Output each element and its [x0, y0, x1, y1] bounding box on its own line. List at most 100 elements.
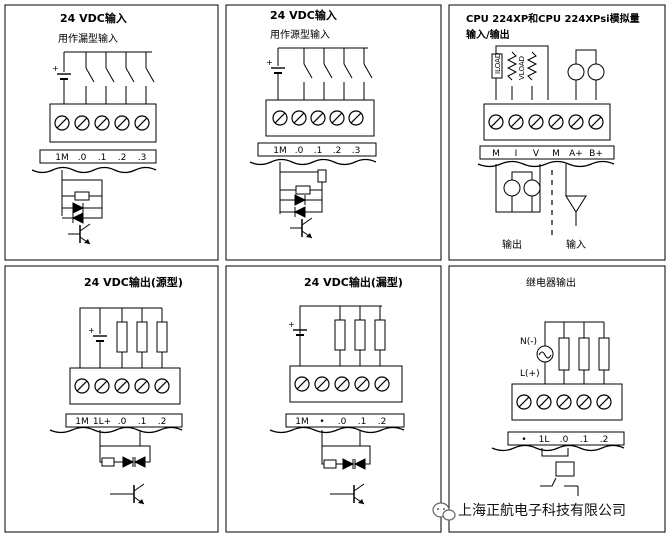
transistor-arrow	[138, 499, 144, 504]
terminal-label-4: .3	[138, 153, 147, 163]
panel-title: 24 VDC输出(源型)	[84, 275, 183, 289]
terminal-label-0: 1M	[295, 417, 309, 427]
diode-symbol	[294, 194, 307, 206]
screw-terminal	[588, 114, 604, 130]
terminal-label-3: M	[552, 149, 560, 159]
diode-symbol	[293, 206, 306, 218]
wechat-icon	[432, 502, 456, 521]
screw-terminal	[114, 378, 130, 394]
terminal-label-4: .3	[352, 146, 361, 156]
screw-slot	[76, 380, 88, 392]
resistor-zigzag	[526, 51, 538, 81]
wechat-bubble	[442, 509, 456, 521]
input-resistor	[317, 169, 327, 183]
diode-symbol	[72, 202, 85, 214]
diode-triangle	[122, 456, 135, 468]
screw-slot	[293, 112, 305, 124]
screw-terminal	[74, 115, 90, 131]
wire	[321, 446, 324, 465]
panel-frame	[448, 265, 666, 533]
wire	[360, 445, 371, 465]
supply-label-n: N(-)	[520, 337, 537, 347]
terminal-block: •1L.0.1.2	[507, 383, 625, 446]
wire	[575, 49, 597, 64]
screw-terminal	[54, 115, 70, 131]
terminal-label-0: M	[492, 149, 500, 159]
wire	[299, 305, 382, 366]
terminal-label-1: .0	[295, 146, 304, 156]
panel-frame	[225, 265, 442, 533]
screw-slot	[578, 396, 590, 408]
wire	[565, 164, 586, 197]
diode-symbol	[353, 458, 366, 470]
panel-title: 24 VDC输入	[60, 11, 127, 25]
panel-frame	[4, 4, 219, 261]
terminal-label-0: 1M	[273, 146, 287, 156]
screw-slot	[96, 380, 108, 392]
terminal-label-strip	[479, 145, 615, 160]
screw-terminal	[576, 394, 592, 410]
wire	[80, 179, 103, 197]
analog-loads: ILOAD VLOAD	[491, 45, 605, 100]
iload-label: ILOAD	[494, 53, 502, 74]
screw-slot	[336, 378, 348, 390]
terminal-label-0: •	[521, 435, 526, 445]
screw-terminal	[508, 114, 524, 130]
terminal-label-1: 1L	[539, 435, 550, 445]
panel-frame	[448, 4, 666, 261]
internal-circuit: 输出输入	[495, 164, 587, 251]
output-resistor	[323, 459, 337, 469]
terminal-label-strip	[257, 142, 377, 157]
screw-terminal	[94, 378, 110, 394]
screw-terminal	[74, 378, 90, 394]
terminal-label-strip	[65, 413, 183, 428]
output-loads: +	[288, 305, 386, 366]
wire	[279, 172, 296, 191]
wire	[79, 307, 162, 368]
screw-terminal	[536, 394, 552, 410]
panel-frame	[225, 4, 442, 261]
current-source-symbol	[567, 63, 585, 81]
screw-slot	[116, 380, 128, 392]
screw-terminal	[272, 110, 288, 126]
screw-terminal	[596, 394, 612, 410]
vload-label: VLOAD	[518, 56, 526, 80]
screw-slot	[598, 396, 610, 408]
screw-slot	[530, 116, 542, 128]
switch-contact	[343, 63, 353, 79]
wire	[541, 448, 569, 457]
screw-slot	[56, 117, 68, 129]
battery-symbol: +	[288, 320, 307, 336]
relay-coil	[555, 461, 575, 477]
break-edge	[31, 166, 157, 174]
output-loads: +	[79, 307, 168, 368]
load-resistor	[136, 321, 148, 353]
screw-slot	[350, 112, 362, 124]
switch-contact	[303, 63, 313, 79]
screw-terminal	[488, 114, 504, 130]
wire	[61, 180, 75, 197]
switch-contact	[145, 67, 155, 83]
plus-sign: +	[52, 64, 59, 73]
supply-label-l: L(+)	[520, 369, 540, 379]
switch-contact	[85, 67, 95, 83]
load-resistor	[578, 337, 590, 371]
load-resistor	[598, 337, 610, 371]
screw-slot	[510, 116, 522, 128]
panel-dc-output-sink: 24 VDC输出(漏型)+1M•.0.1.2	[225, 265, 442, 533]
terminal-label-3: .1	[580, 435, 589, 445]
screw-terminal	[516, 394, 532, 410]
terminal-label-1: •	[319, 417, 324, 427]
screw-terminal	[291, 110, 307, 126]
input-switches: +	[266, 47, 373, 100]
internal-circuit	[540, 448, 579, 496]
terminal-label-strip	[285, 413, 405, 428]
screw-terminal	[548, 114, 564, 130]
transistor-symbol	[68, 223, 91, 245]
screw-slot	[312, 112, 324, 124]
terminal-label-3: .2	[118, 153, 127, 163]
